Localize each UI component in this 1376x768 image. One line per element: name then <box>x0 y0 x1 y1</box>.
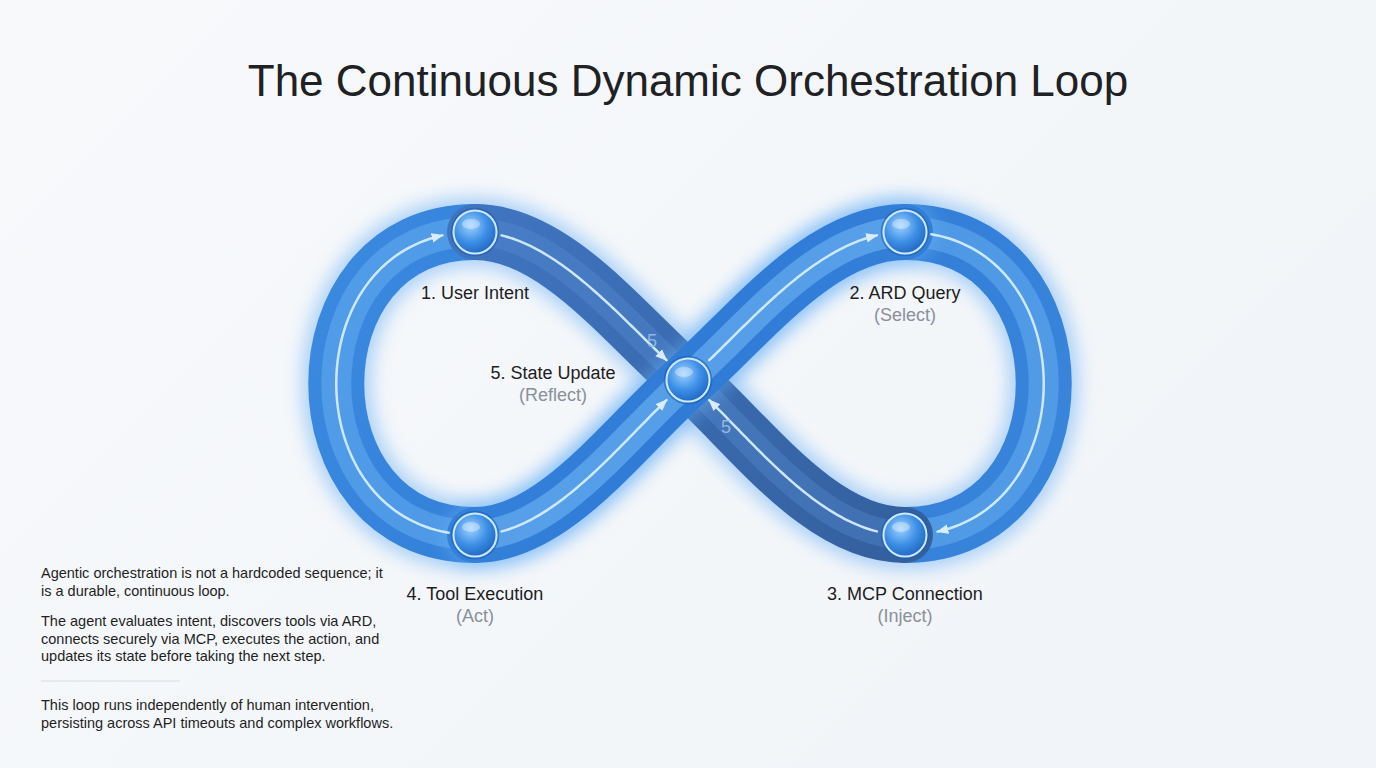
callout-number: 5 <box>640 330 664 352</box>
node-label: 2. ARD Query(Select) <box>785 282 1025 326</box>
node-circle <box>451 208 499 256</box>
step-subtitle: (Act) <box>355 605 595 627</box>
step-subtitle: (Select) <box>785 304 1025 326</box>
step-subtitle: (Reflect) <box>453 384 653 406</box>
step-title: 1. User Intent <box>365 282 585 304</box>
step-title: 4. Tool Execution <box>355 583 595 605</box>
step-node: 1. User Intent <box>451 208 499 256</box>
step-title: 2. ARD Query <box>785 282 1025 304</box>
band-over-diagonal <box>475 232 905 535</box>
note-text: This loop runs independently of human in… <box>41 697 396 732</box>
flow-arrow <box>709 400 877 531</box>
node-circle <box>881 208 929 256</box>
step-node: 3. MCP Connection(Inject) <box>881 511 929 559</box>
step-node: 2. ARD Query(Select) <box>881 208 929 256</box>
flow-arrow <box>931 234 1043 531</box>
node-circle <box>664 356 712 404</box>
flow-arrow <box>502 400 667 531</box>
node-label: 4. Tool Execution(Act) <box>355 583 595 627</box>
step-title: 3. MCP Connection <box>785 583 1025 605</box>
node-circle <box>451 511 499 559</box>
note-text: The agent evaluates intent, discovers to… <box>41 613 386 666</box>
note-text: Agentic orchestration is not a hardcoded… <box>41 565 386 600</box>
band-under-diagonal <box>475 232 905 535</box>
band-lobes <box>336 232 1044 535</box>
node-label: 5. State Update(Reflect) <box>453 362 653 406</box>
node-label: 3. MCP Connection(Inject) <box>785 583 1025 627</box>
callout-number: 5 <box>714 416 738 438</box>
connector-layer <box>336 234 1044 533</box>
step-title: 5. State Update <box>453 362 653 384</box>
band-glow <box>336 232 1044 535</box>
note-divider <box>41 681 180 682</box>
step-node: 4. Tool Execution(Act) <box>451 511 499 559</box>
diagram-title: The Continuous Dynamic Orchestration Loo… <box>0 56 1376 106</box>
node-circle <box>881 511 929 559</box>
step-subtitle: (Inject) <box>785 605 1025 627</box>
step-node: 5. State Update(Reflect) <box>664 356 712 404</box>
node-label: 1. User Intent <box>365 282 585 304</box>
flow-arrow <box>336 235 448 532</box>
